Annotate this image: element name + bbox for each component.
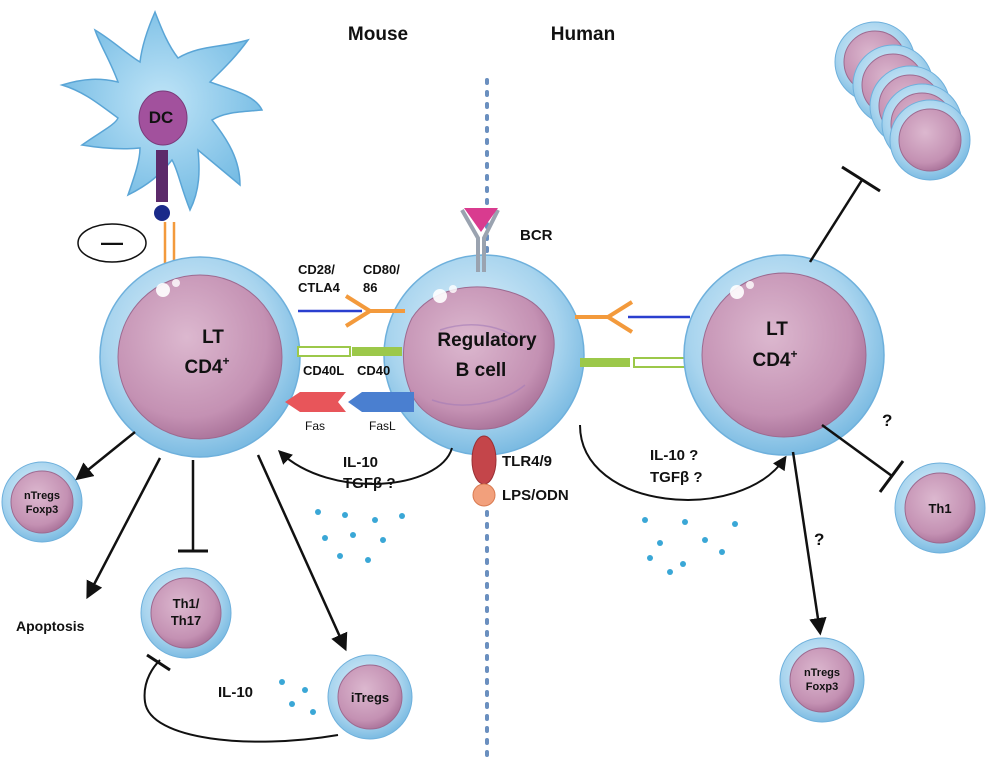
q-ntregs: ? xyxy=(814,530,824,549)
lt-right-line2: CD4+ xyxy=(752,347,797,371)
tgfb-right-label: TGFβ ? xyxy=(650,469,702,486)
regulatory-b-cell: Regulatory B cell xyxy=(383,254,585,456)
lt-cd4-cell-right: LT CD4+ xyxy=(683,254,885,456)
cd28-label-1: CD28/ xyxy=(298,262,335,277)
th1-right-label: Th1 xyxy=(928,501,951,516)
dc-label: DC xyxy=(149,108,174,127)
il10-bottom-label: IL-10 xyxy=(218,684,253,701)
arrow-ntregs-right xyxy=(791,451,827,636)
cd80-label-1: CD80/ xyxy=(363,262,400,277)
cd40l-bar xyxy=(297,346,351,357)
dendritic-cell: DC xyxy=(59,10,264,221)
fasl-label: FasL xyxy=(369,419,396,433)
bcr-receptor xyxy=(460,208,500,272)
inhibit-th1-bar xyxy=(878,460,905,493)
cd40-label: CD40 xyxy=(357,363,390,378)
t-cell-stack xyxy=(834,21,971,181)
il10-feedback-loop xyxy=(143,659,339,743)
cd28-label-2: CTLA4 xyxy=(298,280,341,295)
dc-receptor-head xyxy=(154,205,170,221)
arrow-apoptosis xyxy=(86,457,162,600)
ntregs-left-line2: Foxp3 xyxy=(26,504,58,516)
bcr-label: BCR xyxy=(520,227,553,244)
fasl-arrow xyxy=(348,392,414,412)
secreted-cytokines-left xyxy=(315,509,405,563)
lt-left-line1: LT xyxy=(202,327,224,348)
itregs-label: iTregs xyxy=(351,690,389,705)
section-title-mouse: Mouse xyxy=(348,24,408,45)
itregs-cell: iTregs xyxy=(327,654,413,740)
lps-label: LPS/ODN xyxy=(502,487,569,504)
ntregs-left-line1: nTregs xyxy=(24,490,60,502)
dc-nucleus xyxy=(138,90,188,146)
apoptosis-label: Apoptosis xyxy=(16,618,85,634)
dc-receptor-stalk xyxy=(156,150,168,202)
th1-cell-right: Th1 xyxy=(894,462,986,554)
lt-right-line1: LT xyxy=(766,319,788,340)
cd40l-bar-right xyxy=(633,357,687,368)
q-th1: ? xyxy=(882,411,892,430)
fas-label: Fas xyxy=(305,419,325,433)
cd40-bar-right xyxy=(580,358,630,367)
ntregs-right-line1: nTregs xyxy=(804,667,840,679)
inhibition-minus: — xyxy=(101,230,123,255)
ntregs-right-line2: Foxp3 xyxy=(806,681,838,693)
secreted-cytokines-right xyxy=(642,517,738,575)
il10-right-label: IL-10 ? xyxy=(650,447,698,464)
cd80-receptor xyxy=(344,294,405,328)
fas-arrow xyxy=(285,392,346,412)
il10-feedback-bar xyxy=(146,653,171,672)
tlr-label: TLR4/9 xyxy=(502,453,552,470)
cd40-bar xyxy=(352,347,402,356)
lt-left-line2: CD4+ xyxy=(184,354,229,378)
ntregs-cell-left: nTregs Foxp3 xyxy=(1,461,83,543)
section-title-human: Human xyxy=(551,24,615,45)
breg-line2: B cell xyxy=(456,360,507,381)
lt-cd4-cell-left: LT CD4+ xyxy=(99,256,301,458)
cd80-label-2: 86 xyxy=(363,280,377,295)
inhibit-th1-line xyxy=(821,423,893,478)
arrow-itregs xyxy=(256,454,348,652)
th1-th17-line1: Th1/ xyxy=(173,596,200,611)
secreted-cytokines-bottom xyxy=(279,679,316,715)
tgfb-left-label: TGFβ ? xyxy=(343,475,395,492)
th1-th17-line2: Th17 xyxy=(171,613,201,628)
lps-ligand xyxy=(472,483,496,507)
il10-left-label: IL-10 xyxy=(343,454,378,471)
arrow-ntregs-left xyxy=(75,431,136,481)
inhibit-proliferation-bar xyxy=(841,165,881,193)
breg-line1: Regulatory xyxy=(437,330,537,351)
il10-arrow-right xyxy=(579,424,787,501)
il10-arrow-left xyxy=(277,447,453,485)
cd80-receptor-right xyxy=(575,300,634,334)
tlr-receptor xyxy=(471,435,497,485)
inhibition-marker xyxy=(77,223,147,263)
inhibit-proliferation-line xyxy=(808,179,864,263)
ntregs-cell-right: nTregs Foxp3 xyxy=(779,637,865,723)
cd40l-label: CD40L xyxy=(303,363,344,378)
th1-th17-cell: Th1/ Th17 xyxy=(140,567,232,659)
